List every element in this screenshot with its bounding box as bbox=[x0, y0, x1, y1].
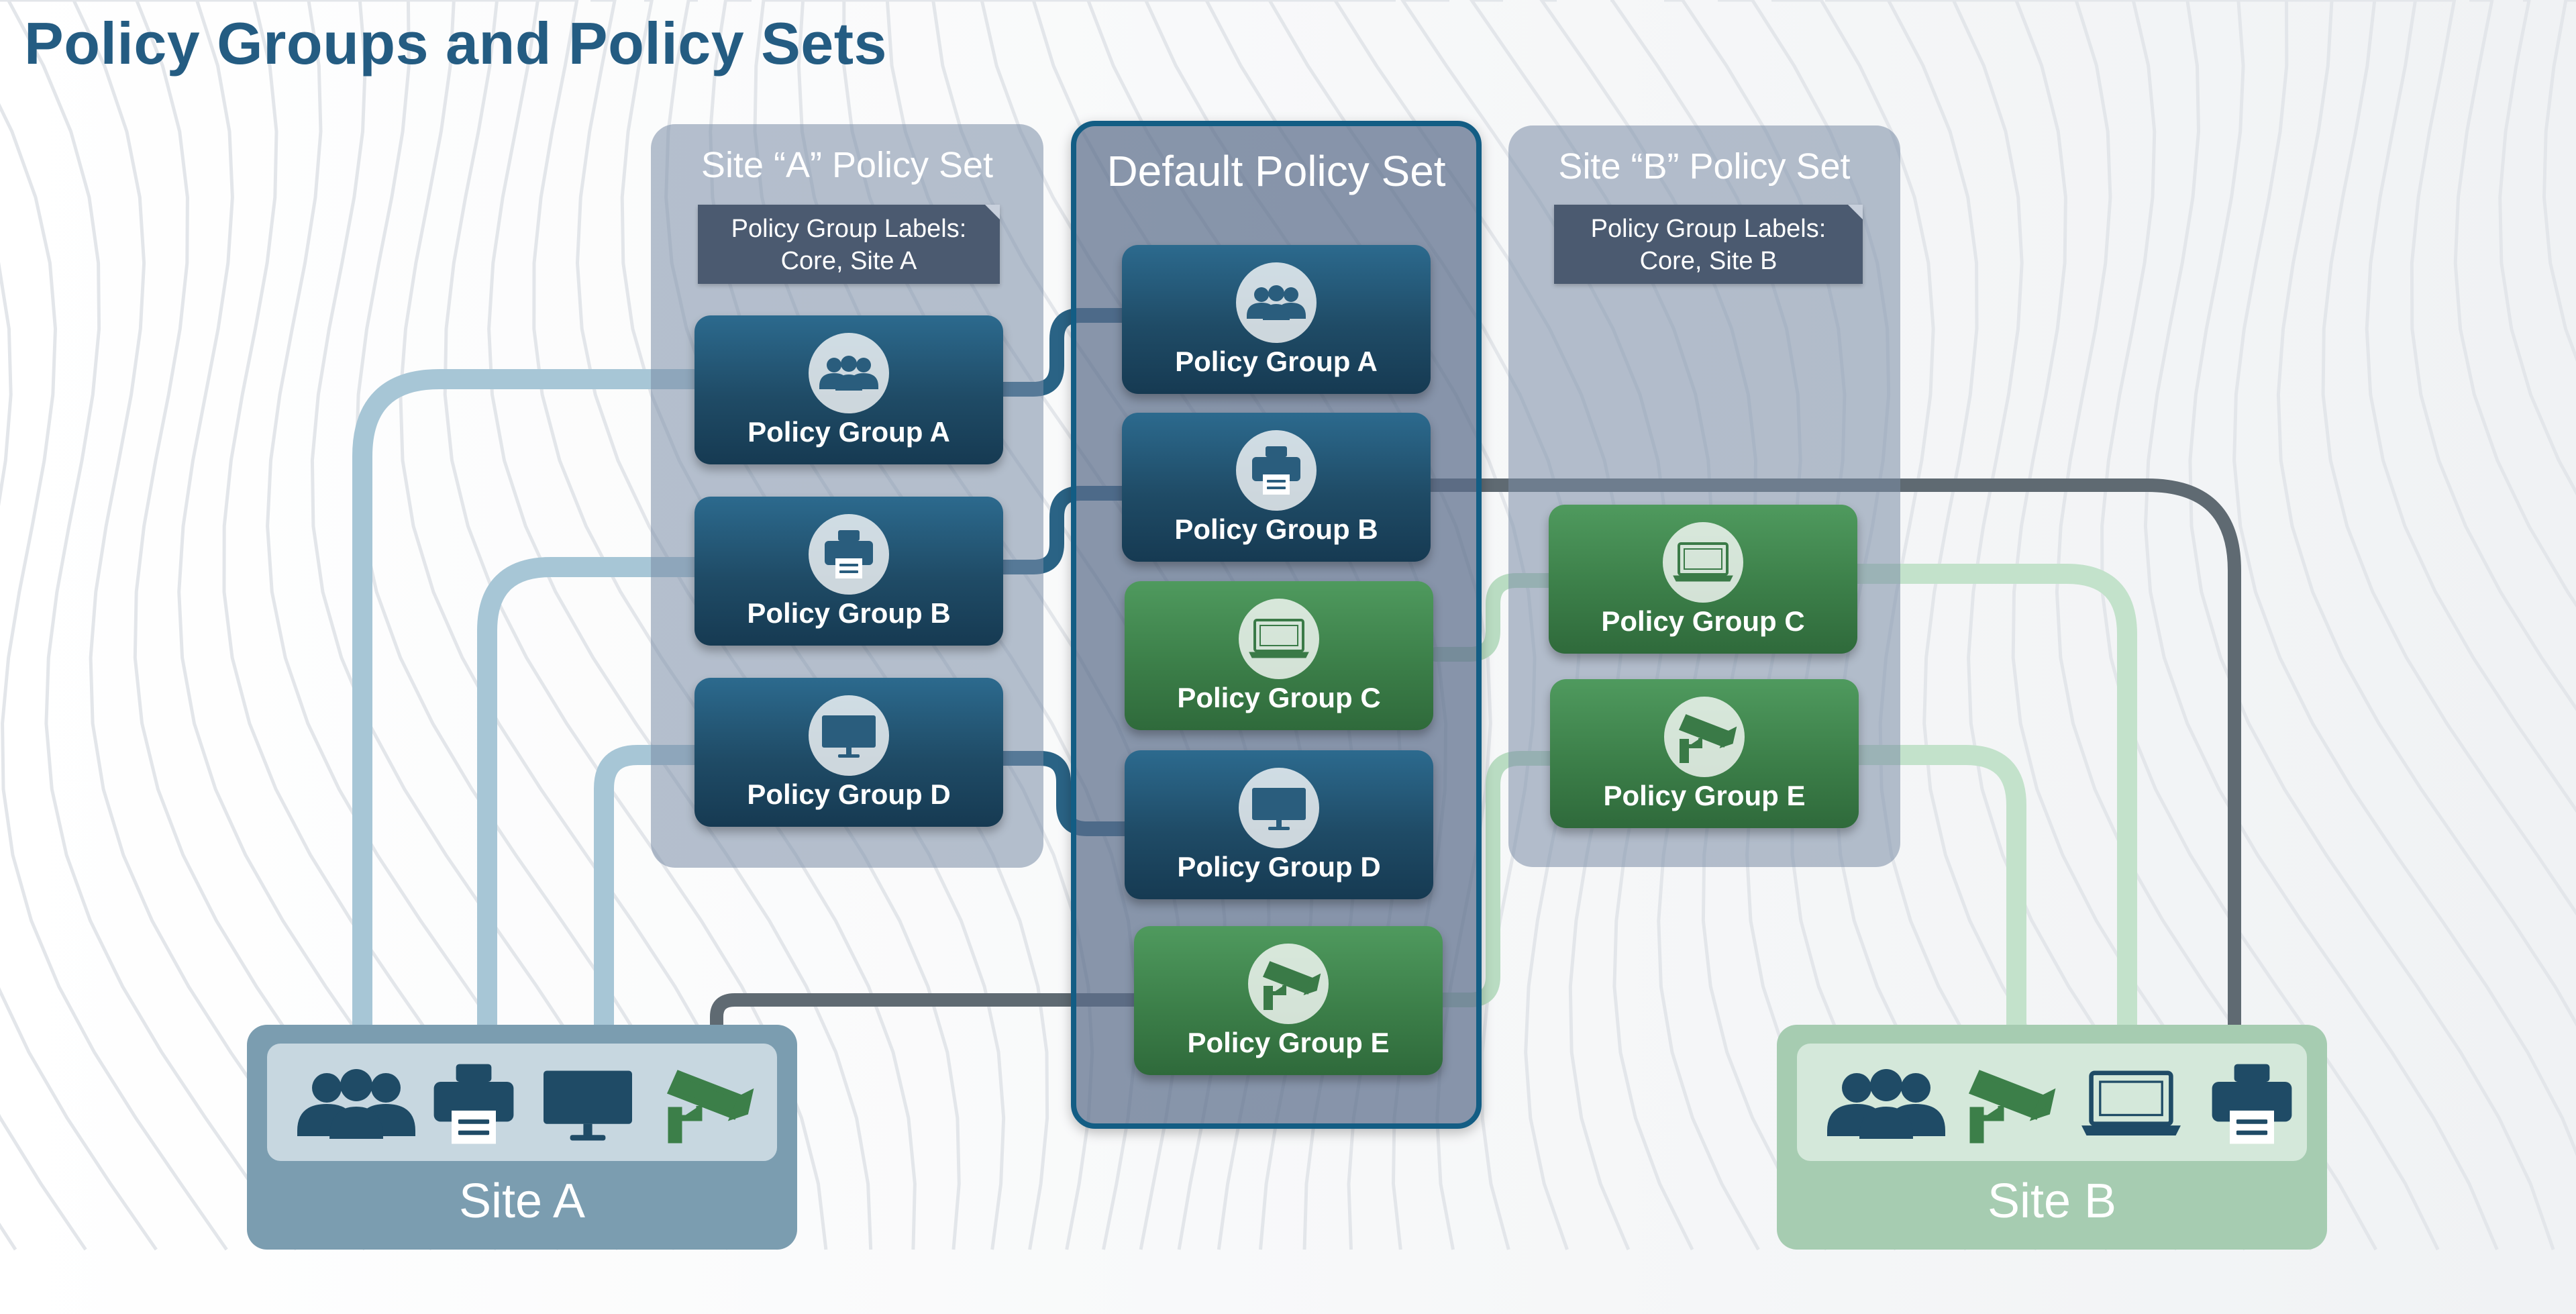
monitor-icon bbox=[809, 695, 889, 776]
policy-group-label: Policy Group E bbox=[1603, 780, 1806, 811]
laptop-icon bbox=[1239, 599, 1319, 679]
site-b-label: Site B bbox=[1987, 1174, 2117, 1228]
link-printer-b bbox=[1419, 478, 2241, 1064]
printer-icon bbox=[1236, 430, 1317, 511]
site-a-labels-box: Policy Group Labels: Core, Site A bbox=[698, 205, 1000, 284]
link-site-a-users bbox=[352, 369, 708, 1057]
site-a-set-title: Site “A” Policy Set bbox=[701, 145, 994, 185]
site-a-labels-line1: Policy Group Labels: bbox=[731, 215, 967, 243]
site-a-policy-group-b[interactable]: Policy Group B bbox=[694, 497, 1003, 646]
policy-group-label: Policy Group E bbox=[1187, 1027, 1390, 1058]
policy-group-label: Policy Group C bbox=[1177, 682, 1381, 713]
labels-corner-fold bbox=[985, 205, 1000, 219]
policy-group-label: Policy Group B bbox=[747, 597, 951, 629]
wave-line bbox=[2362, 0, 2576, 813]
default-policy-group-d[interactable]: Policy Group D bbox=[1125, 750, 1433, 899]
site-b-policy-group-e[interactable]: Policy Group E bbox=[1550, 679, 1859, 828]
policy-group-label: Policy Group A bbox=[1175, 346, 1378, 377]
wave-line bbox=[0, 103, 228, 1251]
site-b-labels-box: Policy Group Labels: Core, Site B bbox=[1554, 205, 1863, 284]
site-b-policy-group-c[interactable]: Policy Group C bbox=[1549, 505, 1857, 654]
wave-line bbox=[2308, 0, 2576, 916]
link-site-a-printer bbox=[477, 557, 708, 1057]
link-camera-e bbox=[710, 993, 1147, 1050]
wave-line bbox=[0, 0, 298, 1251]
wave-line bbox=[2453, 0, 2576, 608]
policy-group-label: Policy Group D bbox=[747, 778, 951, 810]
printer-icon[interactable] bbox=[427, 1057, 521, 1151]
labels-corner-fold bbox=[1848, 205, 1863, 219]
policy-group-label: Policy Group D bbox=[1177, 851, 1381, 882]
wave-line bbox=[2542, 0, 2576, 362]
printer-icon[interactable] bbox=[2205, 1057, 2299, 1151]
wave-line bbox=[483, 0, 873, 1250]
wave-line bbox=[0, 0, 366, 1251]
wave-line bbox=[2094, 0, 2499, 1250]
default-policy-group-c[interactable]: Policy Group C bbox=[1125, 581, 1433, 730]
site-a-policy-group-a[interactable]: Policy Group A bbox=[694, 315, 1003, 464]
users-icon[interactable] bbox=[1822, 1057, 1950, 1151]
site-b-labels-line1: Policy Group Labels: bbox=[1590, 215, 1826, 243]
monitor-icon bbox=[1239, 768, 1319, 848]
laptop-icon bbox=[1663, 522, 1743, 603]
site-a-box: Site A bbox=[247, 1025, 797, 1250]
printer-icon bbox=[809, 514, 889, 595]
site-a-label: Site A bbox=[458, 1174, 586, 1228]
policy-group-label: Policy Group A bbox=[748, 416, 950, 448]
default-policy-group-b[interactable]: Policy Group B bbox=[1122, 413, 1431, 562]
wave-line bbox=[0, 262, 158, 1251]
site-b-box: Site B bbox=[1777, 1025, 2327, 1250]
link-site-b-laptop bbox=[1842, 564, 2137, 1057]
wave-line bbox=[2498, 0, 2576, 496]
wave-line bbox=[2147, 0, 2555, 1250]
site-a-policy-group-d[interactable]: Policy Group D bbox=[694, 678, 1003, 827]
site-a-labels-line2: Core, Site A bbox=[780, 247, 917, 275]
users-icon bbox=[1236, 262, 1317, 343]
camera-icon bbox=[1664, 697, 1745, 777]
site-a-device-tray bbox=[267, 1044, 777, 1161]
users-icon bbox=[809, 333, 889, 413]
wave-line bbox=[2255, 0, 2576, 1027]
users-icon[interactable] bbox=[293, 1057, 420, 1151]
monitor-icon[interactable] bbox=[534, 1057, 641, 1151]
default-policy-group-e[interactable]: Policy Group E bbox=[1134, 926, 1443, 1075]
policy-group-label: Policy Group C bbox=[1601, 605, 1805, 637]
page-title: Policy Groups and Policy Sets bbox=[24, 10, 887, 77]
default-set-title: Default Policy Set bbox=[1106, 147, 1446, 195]
site-b-labels-line2: Core, Site B bbox=[1639, 247, 1778, 275]
link-site-b-camera bbox=[1842, 745, 2026, 1057]
wave-line bbox=[532, 0, 917, 1250]
site-b-set-title: Site “B” Policy Set bbox=[1558, 146, 1851, 187]
camera-icon[interactable] bbox=[655, 1057, 756, 1151]
camera-icon bbox=[1248, 944, 1329, 1024]
default-policy-group-a[interactable]: Policy Group A bbox=[1122, 245, 1431, 394]
link-site-a-monitor bbox=[594, 745, 708, 1057]
camera-icon[interactable] bbox=[1957, 1057, 2057, 1151]
laptop-icon[interactable] bbox=[2077, 1057, 2185, 1151]
policy-group-label: Policy Group B bbox=[1174, 513, 1378, 545]
site-b-device-tray bbox=[1797, 1044, 2307, 1161]
wave-line bbox=[2201, 0, 2576, 1157]
wave-line bbox=[2410, 0, 2576, 711]
